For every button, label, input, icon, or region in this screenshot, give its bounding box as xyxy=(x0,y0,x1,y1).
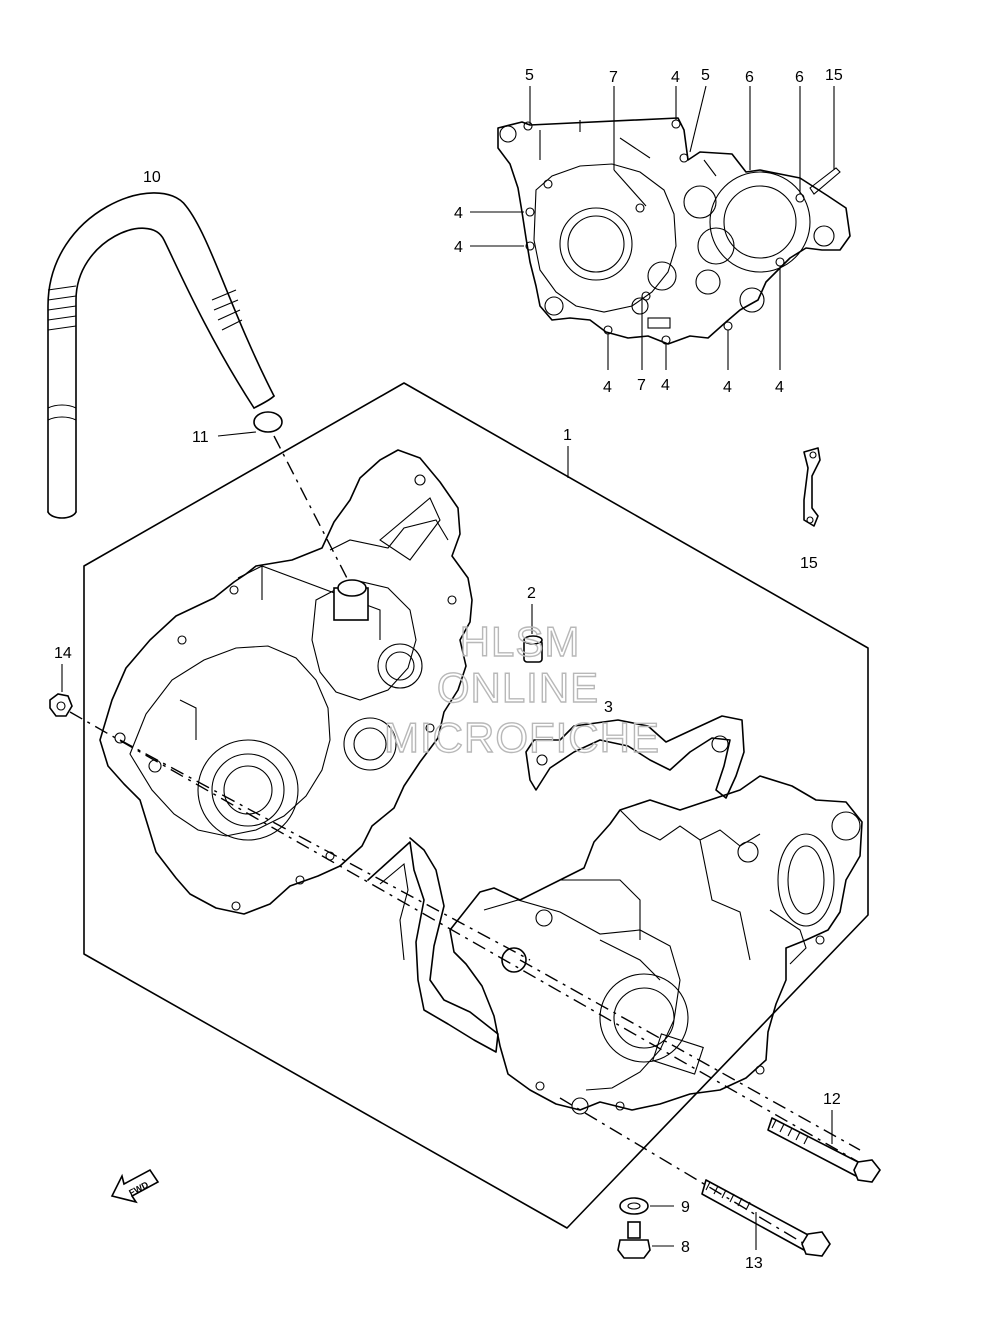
right-crankcase xyxy=(449,775,863,1115)
callout-4b: 4 xyxy=(454,205,463,222)
callout-6a: 6 xyxy=(745,69,754,86)
callout-14: 14 xyxy=(54,645,72,662)
callout-7b: 7 xyxy=(637,377,646,394)
callout-13: 13 xyxy=(745,1255,763,1272)
breather-hose xyxy=(47,192,275,519)
callout-15a: 15 xyxy=(825,67,843,84)
callout-6b: 6 xyxy=(795,69,804,86)
hose-clip xyxy=(253,411,283,433)
callout-5a: 5 xyxy=(525,67,534,84)
callout-12: 12 xyxy=(823,1091,841,1108)
watermark-line2: ONLINE xyxy=(437,664,599,711)
center-gasket xyxy=(367,837,499,1053)
callout-labels: 5 7 4 5 6 6 15 10 4 4 4 7 4 4 4 11 1 15 … xyxy=(54,67,843,1272)
callout-2: 2 xyxy=(527,585,536,602)
nut xyxy=(49,664,73,717)
fwd-arrow-icon: FWD xyxy=(110,1168,160,1204)
callout-4d: 4 xyxy=(603,379,612,396)
washer xyxy=(619,1197,674,1215)
leader-lines-top xyxy=(470,85,835,370)
callout-4g: 4 xyxy=(775,379,784,396)
callout-15b: 15 xyxy=(800,555,818,572)
dowel-pin xyxy=(523,604,543,663)
bolt-12 xyxy=(767,1110,881,1183)
callout-4e: 4 xyxy=(661,377,670,394)
watermark-line3: MICROFICHE xyxy=(384,714,660,761)
assembly-frame xyxy=(83,382,869,1229)
callout-5b: 5 xyxy=(701,67,710,84)
callout-3: 3 xyxy=(604,699,613,716)
watermark-line1: HLSM xyxy=(460,618,581,665)
callout-9: 9 xyxy=(681,1199,690,1216)
callout-10: 10 xyxy=(143,169,161,186)
callout-4c: 4 xyxy=(454,239,463,256)
bolt-8 xyxy=(617,1221,674,1259)
watermark: HLSM ONLINE MICROFICHE xyxy=(383,617,660,761)
gasket-upper-strip xyxy=(525,715,745,799)
clamp xyxy=(803,447,821,527)
left-crankcase xyxy=(99,449,473,915)
callout-7a: 7 xyxy=(609,69,618,86)
callout-4f: 4 xyxy=(723,379,732,396)
callout-4a: 4 xyxy=(671,69,680,86)
callout-11: 11 xyxy=(192,429,209,446)
callout-8: 8 xyxy=(681,1239,690,1256)
gasket-top-view xyxy=(497,117,851,345)
bolt-13 xyxy=(701,1179,831,1257)
callout-1: 1 xyxy=(563,427,572,444)
